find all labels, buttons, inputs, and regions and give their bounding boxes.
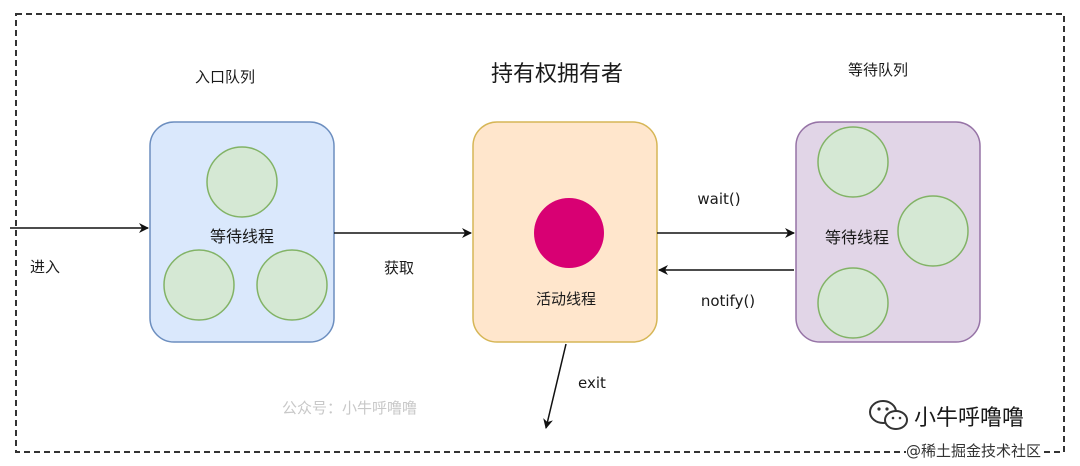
- entry-box-label: 等待线程: [209, 227, 275, 246]
- acquire-label: 获取: [383, 259, 415, 277]
- notify-label: notify(): [700, 292, 756, 310]
- entry-waiting-thread-top: [206, 146, 278, 218]
- wait-thread-top: [817, 126, 889, 198]
- wait-thread-bottom: [817, 267, 889, 339]
- exit-label: exit: [578, 374, 606, 392]
- wechat-logo: [869, 400, 908, 430]
- public-account-watermark: 公众号：小牛呼噜噜: [282, 399, 418, 417]
- entry-waiting-thread-bottom-right: [256, 249, 328, 321]
- wait-box-label: 等待线程: [824, 228, 890, 247]
- diagram-title: 持有权拥有者: [490, 62, 624, 87]
- wait-set-title: 等待队列: [847, 61, 909, 79]
- owner-box-label: 活动线程: [535, 290, 597, 308]
- exit-arrow: [543, 343, 567, 429]
- community-watermark: @稀土掘金技术社区: [906, 440, 1042, 461]
- outer-frame: [15, 13, 1065, 453]
- active-thread: [534, 198, 604, 268]
- wait-label: wait(): [697, 190, 741, 208]
- enter-label: 进入: [30, 258, 61, 276]
- entry-waiting-thread-bottom-left: [163, 249, 235, 321]
- brand-watermark: 小牛呼噜噜: [914, 406, 1025, 431]
- wait-thread-middle: [897, 195, 969, 267]
- entry-queue-title: 入口队列: [194, 68, 256, 86]
